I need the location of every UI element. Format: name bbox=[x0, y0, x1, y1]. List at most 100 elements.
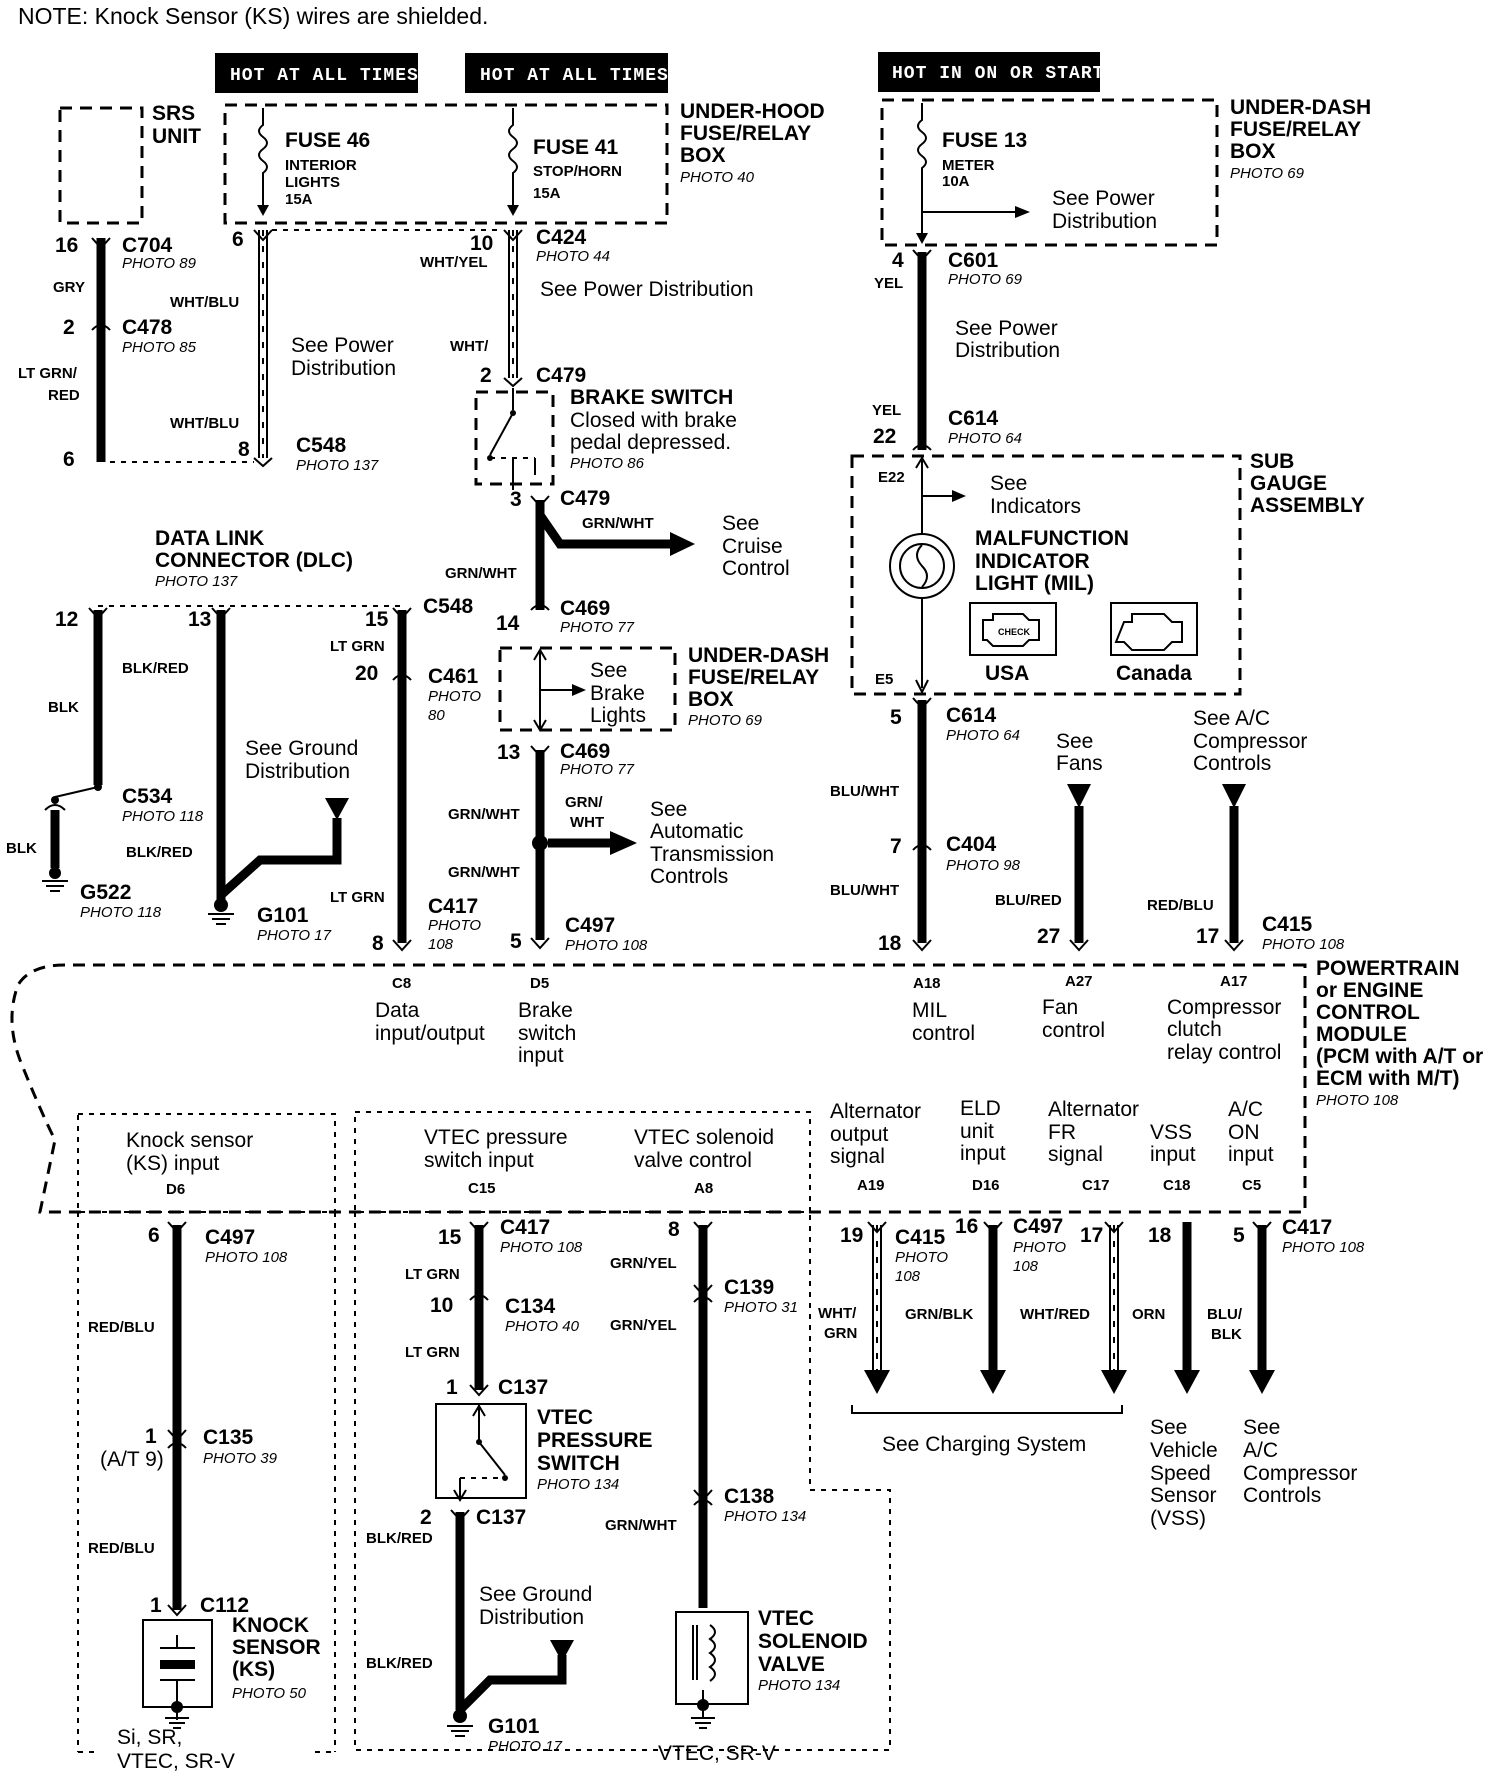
svg-text:or ENGINE: or ENGINE bbox=[1316, 979, 1423, 1002]
svg-text:PHOTO 108: PHOTO 108 bbox=[1262, 936, 1345, 953]
svg-text:clutch: clutch bbox=[1167, 1018, 1222, 1041]
ltgrn-wire-vtec-ps: 15 C417 PHOTO 108 LT GRN 10 C134 PHOTO 4… bbox=[405, 1216, 583, 1399]
svg-text:80: 80 bbox=[428, 707, 445, 724]
svg-text:PHOTO 31: PHOTO 31 bbox=[724, 1299, 798, 1316]
underdash-fuse-box-1: UNDER-DASH FUSE/RELAY BOX PHOTO 69 bbox=[880, 96, 1371, 247]
svg-text:1: 1 bbox=[446, 1376, 458, 1399]
svg-text:See: See bbox=[1243, 1416, 1280, 1439]
svg-text:16: 16 bbox=[955, 1215, 978, 1238]
svg-text:PHOTO 108: PHOTO 108 bbox=[500, 1239, 583, 1256]
svg-text:FR: FR bbox=[1048, 1121, 1076, 1144]
svg-text:See: See bbox=[722, 512, 759, 535]
svg-text:METER: METER bbox=[942, 157, 995, 174]
svg-text:Indicators: Indicators bbox=[990, 495, 1081, 518]
svg-text:(A/T 9): (A/T 9) bbox=[100, 1448, 164, 1471]
svg-text:LT GRN: LT GRN bbox=[405, 1266, 460, 1283]
svg-text:C137: C137 bbox=[476, 1506, 526, 1529]
svg-text:(VSS): (VSS) bbox=[1150, 1507, 1206, 1530]
svg-text:VSS: VSS bbox=[1150, 1121, 1192, 1144]
svg-text:Canada: Canada bbox=[1116, 662, 1192, 685]
svg-text:C479: C479 bbox=[536, 364, 586, 387]
svg-text:KNOCK: KNOCK bbox=[232, 1614, 309, 1637]
svg-text:PHOTO 77: PHOTO 77 bbox=[560, 619, 635, 636]
svg-text:BLU/WHT: BLU/WHT bbox=[830, 783, 899, 800]
svg-text:D6: D6 bbox=[166, 1181, 185, 1198]
svg-text:C138: C138 bbox=[724, 1485, 775, 1508]
svg-text:RED/BLU: RED/BLU bbox=[1147, 897, 1214, 914]
svg-text:1: 1 bbox=[150, 1594, 162, 1617]
blkred-wire-dlc13: BLK/RED See Ground Distribution BLK/RED … bbox=[122, 607, 358, 944]
svg-text:control: control bbox=[1042, 1019, 1105, 1042]
svg-text:Cruise: Cruise bbox=[722, 535, 783, 558]
ac-compressor-note: See A/C Compressor Controls bbox=[1243, 1416, 1357, 1507]
svg-text:C15: C15 bbox=[468, 1180, 496, 1197]
svg-text:BLK: BLK bbox=[1211, 1326, 1242, 1343]
svg-text:C415: C415 bbox=[1262, 913, 1313, 936]
svg-text:3: 3 bbox=[510, 488, 522, 511]
svg-text:15: 15 bbox=[438, 1226, 462, 1249]
check-engine-icon-usa: CHECK bbox=[969, 602, 1057, 656]
svg-text:See: See bbox=[1150, 1416, 1187, 1439]
svg-text:RED/BLU: RED/BLU bbox=[88, 1319, 155, 1336]
svg-text:C417: C417 bbox=[428, 895, 478, 918]
svg-text:switch input: switch input bbox=[424, 1149, 534, 1172]
svg-text:Transmission: Transmission bbox=[650, 843, 774, 866]
svg-text:C134: C134 bbox=[505, 1295, 556, 1318]
svg-text:PHOTO: PHOTO bbox=[1013, 1239, 1066, 1256]
svg-text:PHOTO 69: PHOTO 69 bbox=[688, 712, 763, 729]
svg-text:ASSEMBLY: ASSEMBLY bbox=[1250, 494, 1365, 517]
svg-text:PHOTO 108: PHOTO 108 bbox=[1316, 1092, 1399, 1109]
svg-text:PHOTO 77: PHOTO 77 bbox=[560, 761, 635, 778]
svg-text:MODULE: MODULE bbox=[1316, 1023, 1407, 1046]
svg-text:LT GRN: LT GRN bbox=[330, 889, 385, 906]
svg-text:MALFUNCTION: MALFUNCTION bbox=[975, 527, 1129, 550]
svg-text:PHOTO 50: PHOTO 50 bbox=[232, 1685, 307, 1702]
srs-unit: SRS UNIT bbox=[58, 102, 201, 225]
svg-text:input: input bbox=[518, 1044, 564, 1067]
svg-text:PRESSURE: PRESSURE bbox=[537, 1429, 653, 1452]
svg-text:WHT/BLU: WHT/BLU bbox=[170, 294, 239, 311]
svg-text:C5: C5 bbox=[1242, 1177, 1261, 1194]
svg-text:C404: C404 bbox=[946, 833, 997, 856]
svg-text:VTEC pressure: VTEC pressure bbox=[424, 1126, 568, 1149]
svg-text:YEL: YEL bbox=[874, 275, 903, 292]
svg-text:18: 18 bbox=[1148, 1224, 1172, 1247]
brake-feed-wire: 10 C424 PHOTO 44 WHT/YEL See Power Distr… bbox=[420, 226, 754, 388]
svg-text:input/output: input/output bbox=[375, 1022, 485, 1045]
svg-text:BOX: BOX bbox=[680, 144, 726, 167]
svg-text:C601: C601 bbox=[948, 249, 999, 272]
grnwht-lower-wire: 13 C469 PHOTO 77 GRN/ WHT GRN/WHT GRN/WH… bbox=[448, 740, 774, 954]
svg-text:SENSOR: SENSOR bbox=[232, 1636, 321, 1659]
svg-text:USA: USA bbox=[985, 662, 1029, 685]
svg-text:PHOTO 108: PHOTO 108 bbox=[565, 937, 648, 954]
svg-text:PHOTO 40: PHOTO 40 bbox=[680, 169, 755, 186]
svg-text:8: 8 bbox=[372, 932, 384, 955]
svg-text:PHOTO 134: PHOTO 134 bbox=[758, 1677, 840, 1694]
svg-text:D5: D5 bbox=[530, 975, 549, 992]
fuse-13: FUSE 13 METER 10A See Power Distribution bbox=[916, 103, 1157, 244]
svg-text:Distribution: Distribution bbox=[1052, 210, 1157, 233]
svg-text:C704: C704 bbox=[122, 234, 173, 257]
svg-text:FUSE 41: FUSE 41 bbox=[533, 136, 619, 159]
svg-text:C17: C17 bbox=[1082, 1177, 1110, 1194]
svg-text:See: See bbox=[990, 472, 1027, 495]
svg-text:5: 5 bbox=[510, 930, 522, 953]
svg-text:G101: G101 bbox=[257, 904, 309, 927]
svg-text:10: 10 bbox=[430, 1294, 453, 1317]
svg-text:C534: C534 bbox=[122, 785, 173, 808]
svg-text:See: See bbox=[590, 659, 627, 682]
svg-text:INDICATOR: INDICATOR bbox=[975, 550, 1090, 573]
svg-text:PHOTO 17: PHOTO 17 bbox=[488, 1738, 563, 1755]
svg-text:6: 6 bbox=[63, 448, 75, 471]
svg-text:output: output bbox=[830, 1123, 889, 1146]
svg-text:Distribution: Distribution bbox=[291, 357, 396, 380]
svg-text:PHOTO 64: PHOTO 64 bbox=[946, 727, 1020, 744]
svg-text:C8: C8 bbox=[392, 975, 411, 992]
blkred-wire-vtec-ps: 2 C137 BLK/RED See Ground Distribution B… bbox=[366, 1506, 592, 1755]
underhood-fuse-box: UNDER-HOOD FUSE/RELAY BOX PHOTO 40 bbox=[223, 100, 825, 225]
svg-text:C497: C497 bbox=[565, 914, 615, 937]
svg-text:BOX: BOX bbox=[1230, 140, 1276, 163]
svg-text:A19: A19 bbox=[857, 1177, 885, 1194]
svg-text:MIL: MIL bbox=[912, 999, 947, 1022]
